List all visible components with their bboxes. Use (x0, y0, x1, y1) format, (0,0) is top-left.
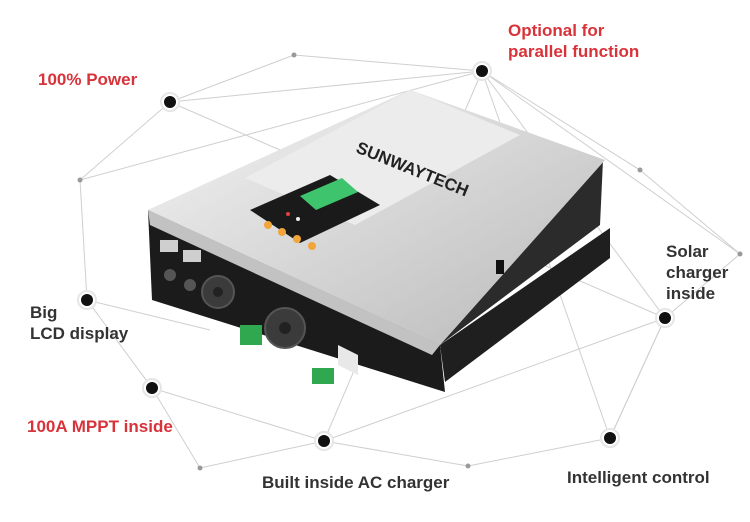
small-nodes (77, 52, 743, 471)
node-dot (81, 294, 93, 306)
node-dot (659, 312, 671, 324)
feature-nodes (77, 61, 675, 451)
label-ac-charger: Built inside AC charger (262, 473, 450, 492)
node-dot (604, 432, 616, 444)
node-dot (164, 96, 176, 108)
node-dot (476, 65, 488, 77)
label-mppt: 100A MPPT inside (27, 417, 173, 436)
label-solar: Solar charger inside (666, 242, 729, 303)
node-dot (146, 382, 158, 394)
label-intelligent: Intelligent control (567, 468, 710, 487)
label-parallel: Optional for parallel function (508, 21, 640, 61)
node-dot (318, 435, 330, 447)
inverter-image: SUNWAYTECH (148, 90, 610, 392)
label-lcd: Big LCD display (30, 303, 129, 343)
label-power: 100% Power (38, 70, 138, 89)
